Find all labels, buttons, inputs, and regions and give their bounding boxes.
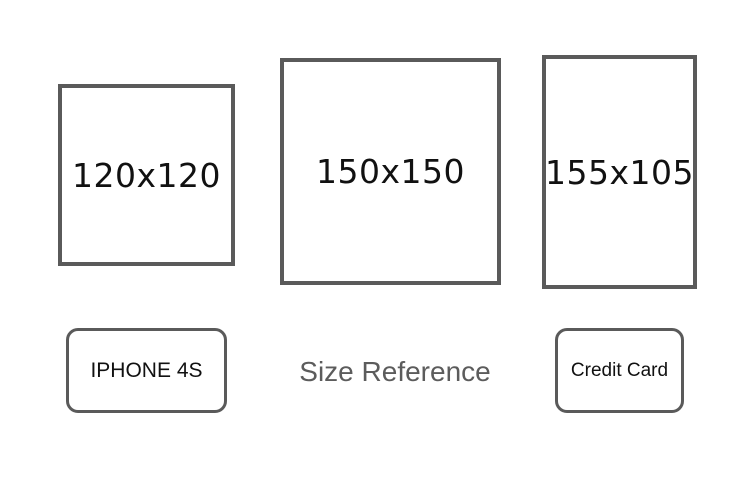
size-box-155x105: 155x105	[542, 55, 697, 289]
reference-credit-card-label: Credit Card	[570, 359, 669, 381]
size-label-120x120: 120x120	[71, 155, 221, 195]
size-box-120x120: 120x120	[58, 84, 235, 266]
reference-iphone-4s: IPHONE 4S	[66, 328, 227, 413]
size-label-150x150: 150x150	[315, 152, 465, 191]
reference-iphone-label: IPHONE 4S	[90, 358, 203, 382]
size-box-150x150: 150x150	[280, 58, 501, 285]
size-reference-caption: Size Reference	[299, 356, 491, 387]
reference-credit-card: Credit Card	[555, 328, 684, 413]
size-label-155x105: 155x105	[545, 152, 695, 192]
